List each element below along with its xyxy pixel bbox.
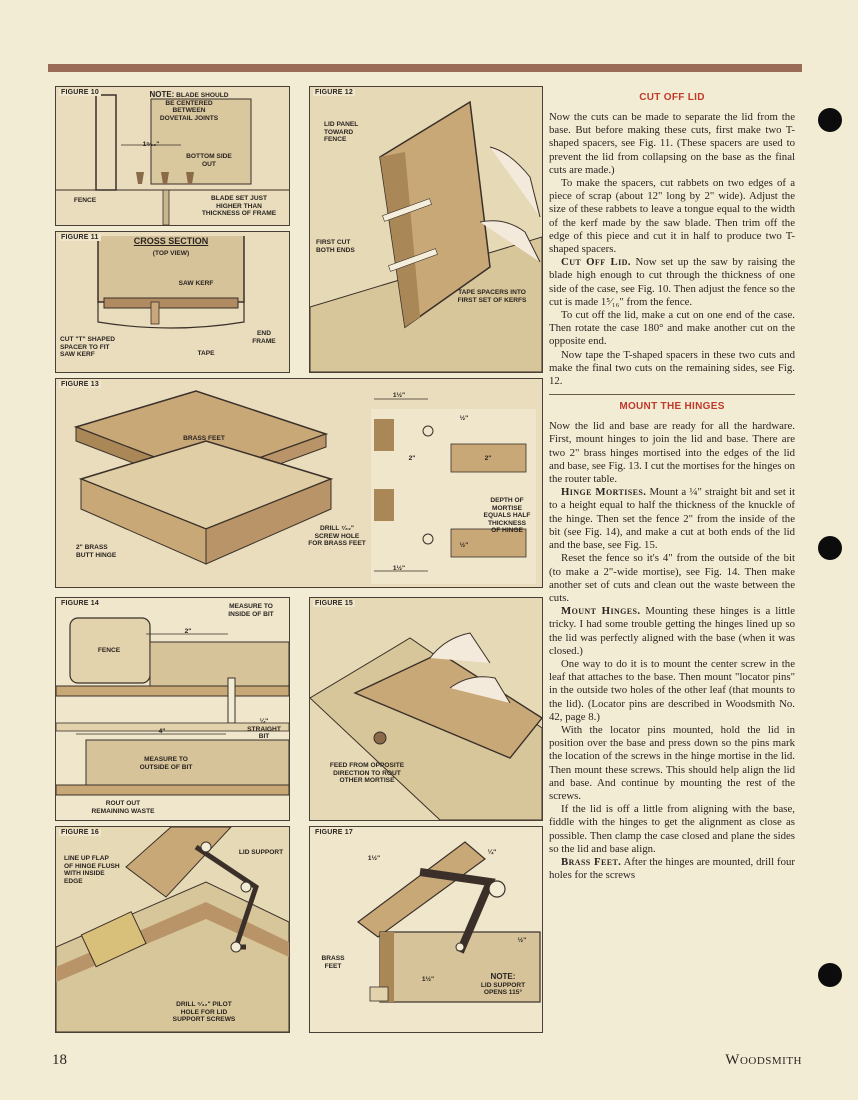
fig11-title: CROSS SECTION <box>133 236 209 246</box>
binder-hole <box>818 963 842 987</box>
figure-16: FIGURE 16 LINE UP FLAP OF HINGE FLUSH WI… <box>55 826 290 1033</box>
paragraph: Now the lid and base are ready for all t… <box>549 420 795 486</box>
fig11-subtitle: (TOP VIEW) <box>152 250 190 257</box>
paragraph: Now the cuts can be made to separate the… <box>549 111 795 176</box>
top-rule <box>48 64 802 72</box>
paragraph: Mounting these hinges is a little tricky… <box>549 605 795 657</box>
figure-11: FIGURE 11 CROSS SECTION (TOP VIEW) SAW K… <box>55 231 290 373</box>
fig10-note: NOTE: <box>149 90 175 99</box>
fig13-depth: DEPTH OF MORTISE EQUALS HALF THICKNESS O… <box>483 497 531 534</box>
paragraph: One way to do it is to mount the center … <box>549 657 795 723</box>
paragraph: Now tape the T-shaped spacers in these t… <box>549 348 795 388</box>
fig13-dim-half: ½" <box>459 415 469 422</box>
fig17-note-text: LID SUPPORT OPENS 115° <box>480 981 526 997</box>
figure-label: FIGURE 12 <box>313 89 355 96</box>
figure-14-drawing <box>56 598 289 820</box>
fig10-note-text: BLADE SHOULD BE CENTERED BETWEEN DOVETAI… <box>159 92 229 122</box>
fig10-fence: FENCE <box>73 197 97 204</box>
heading-mount-hinges: MOUNT THE HINGES <box>619 401 725 413</box>
fig11-tape: TAPE <box>197 350 215 357</box>
figure-label: FIGURE 13 <box>59 381 101 388</box>
paragraph: If the lid is off a little from aligning… <box>549 803 795 855</box>
runin-heading: Cut Off Lid. <box>561 256 631 269</box>
figure-17: FIGURE 17 1½" ¼" ½" BRASS FEET 1½" NOTE:… <box>309 826 543 1033</box>
figure-10-drawing <box>56 87 289 225</box>
runin-heading: Hinge Mortises. <box>561 486 647 499</box>
fig16-drill: DRILL ⁵⁄₃₂" PILOT HOLE FOR LID SUPPORT S… <box>172 1001 236 1023</box>
fig14-measure-inside: MEASURE TO INSIDE OF BIT <box>228 603 274 618</box>
fig17-note: NOTE: <box>490 972 516 981</box>
fig11-end-frame: END FRAME <box>252 330 276 345</box>
figure-label: FIGURE 15 <box>313 600 355 607</box>
fig17-brass-feet: BRASS FEET <box>321 955 345 970</box>
fig14-dim-2: 2" <box>184 628 192 635</box>
fig14-rout-out: ROUT OUT REMAINING WASTE <box>91 800 155 815</box>
binder-hole <box>818 108 842 132</box>
fig10-bottom-side: BOTTOM SIDE OUT <box>186 153 232 168</box>
fig12-first-cut: FIRST CUT BOTH ENDS <box>316 239 355 254</box>
fig11-saw-kerf: SAW KERF <box>178 280 214 287</box>
fig15-feed: FEED FROM OPPOSITE DIRECTION TO ROUT OTH… <box>329 762 405 784</box>
figure-label: FIGURE 14 <box>59 600 101 607</box>
figure-15-drawing <box>310 598 542 820</box>
figure-13: FIGURE 13 BRASS FEET 2" BRASS BUTT HINGE… <box>55 378 543 588</box>
fig16-lid-support: LID SUPPORT <box>238 849 284 856</box>
runin-heading: Mount Hinges. <box>561 605 641 618</box>
paragraph: After the hinges are mounted, drill four… <box>549 855 795 882</box>
runin-heading: Brass Feet. <box>561 855 622 868</box>
fig14-measure-outside: MEASURE TO OUTSIDE OF BIT <box>139 756 193 771</box>
fig14-straight-bit: ¼" STRAIGHT BIT <box>247 718 281 740</box>
brand-name: Woodsmith <box>725 1052 802 1068</box>
figure-label: FIGURE 16 <box>59 829 101 836</box>
paragraph: Reset the fence so it's 4" from the outs… <box>549 552 795 604</box>
paragraph: Now set up the saw by raising the blade … <box>549 256 796 308</box>
figure-label: FIGURE 17 <box>313 829 355 836</box>
figure-label: FIGURE 10 <box>59 89 101 96</box>
fig11-cut-t: CUT "T" SHAPED SPACER TO FIT SAW KERF <box>60 336 115 358</box>
fig13-brass-feet: BRASS FEET <box>183 435 225 442</box>
figure-10: FIGURE 10 NOTE: BLADE SHOULD BE CENTERED… <box>55 86 290 226</box>
paragraph: To cut off the lid, make a cut on one en… <box>549 309 795 348</box>
figure-11-drawing <box>56 232 289 372</box>
fig13-dim-top: 1½" <box>392 392 406 399</box>
fig13-butt-hinge: 2" BRASS BUTT HINGE <box>76 544 117 559</box>
page-number: 18 <box>52 1052 67 1068</box>
figure-17-drawing <box>310 827 542 1032</box>
fig13-dim-2b: 2" <box>484 455 492 462</box>
figure-13-drawing <box>56 379 542 587</box>
figure-12-drawing <box>310 87 542 372</box>
figure-14: FIGURE 14 MEASURE TO INSIDE OF BIT FENCE… <box>55 597 290 821</box>
figure-16-drawing <box>56 827 289 1032</box>
fig17-dim-2: ¼" <box>487 849 497 856</box>
binder-hole <box>818 536 842 560</box>
fig16-line-up: LINE UP FLAP OF HINGE FLUSH WITH INSIDE … <box>64 855 120 885</box>
fig17-dim-1: 1½" <box>367 855 381 862</box>
paragraph: To make the spacers, cut rabbets on two … <box>549 177 795 256</box>
fig17-dim-3: ½" <box>517 937 527 944</box>
fig14-dim-4: 4" <box>158 728 166 735</box>
fig13-dim-2a: 2" <box>408 455 416 462</box>
fig13-dim-bottom: 1½" <box>392 565 406 572</box>
fig13-drill: DRILL ⁷⁄₃₂" SCREW HOLE FOR BRASS FEET <box>308 525 366 547</box>
section-rule <box>549 394 795 396</box>
figure-label: FIGURE 11 <box>59 234 101 241</box>
fig12-lid-panel: LID PANEL TOWARD FENCE <box>324 121 359 143</box>
heading-cut-off-lid: CUT OFF LID <box>639 92 705 103</box>
fig12-tape-spacers: TAPE SPACERS INTO FIRST SET OF KERFS <box>457 289 527 304</box>
paragraph: Mount a ¼" straight bit and set it to a … <box>549 486 795 552</box>
fig13-dim-half2: ½" <box>459 542 469 549</box>
fig10-dim: 1⁵⁄₁₆" <box>142 141 160 148</box>
fig10-blade-set: BLADE SET JUST HIGHER THAN THICKNESS OF … <box>201 195 277 217</box>
article-column: CUT OFF LID Now the cuts can be made to … <box>549 92 795 882</box>
fig14-fence: FENCE <box>97 647 121 654</box>
figure-15: FIGURE 15 FEED FROM OPPOSITE DIRECTION T… <box>309 597 543 821</box>
paragraph: With the locator pins mounted, hold the … <box>549 723 795 802</box>
fig17-dim-4: 1½" <box>421 976 435 983</box>
figure-12: FIGURE 12 LID PANEL TOWARD FENCE FIRST C… <box>309 86 543 373</box>
